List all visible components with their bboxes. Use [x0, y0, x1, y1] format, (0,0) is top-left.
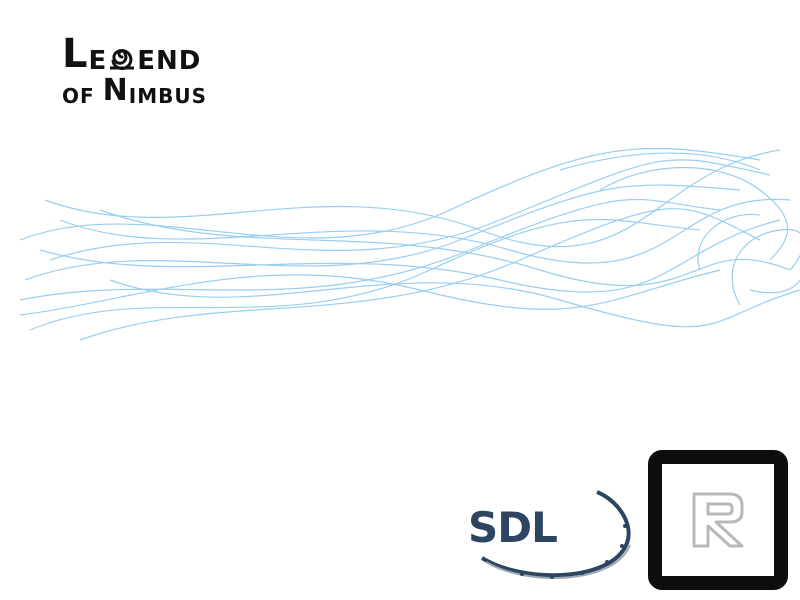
r-letter-icon — [692, 492, 744, 548]
sdl-logo-text: SDL — [468, 503, 558, 552]
logo-letter-n: N — [102, 73, 129, 108]
game-logo: L E END OF N IMBUS — [62, 34, 272, 106]
logo-line-1: L E END — [62, 34, 201, 74]
wave-graphic — [19, 147, 800, 341]
logo-letter-e: E — [88, 46, 108, 76]
logo-letters-imbus: IMBUS — [128, 84, 208, 108]
logo-letters-end: END — [137, 46, 202, 76]
sdl-orbit-arc — [480, 490, 631, 579]
sdl-logo: SDL — [462, 488, 634, 580]
logo-line-2: OF N IMBUS — [62, 73, 208, 108]
logo-letter-l: L — [62, 31, 89, 77]
swirl-icon — [110, 49, 135, 71]
r-logo-frame — [648, 450, 788, 590]
logo-word-of: OF — [62, 84, 95, 108]
